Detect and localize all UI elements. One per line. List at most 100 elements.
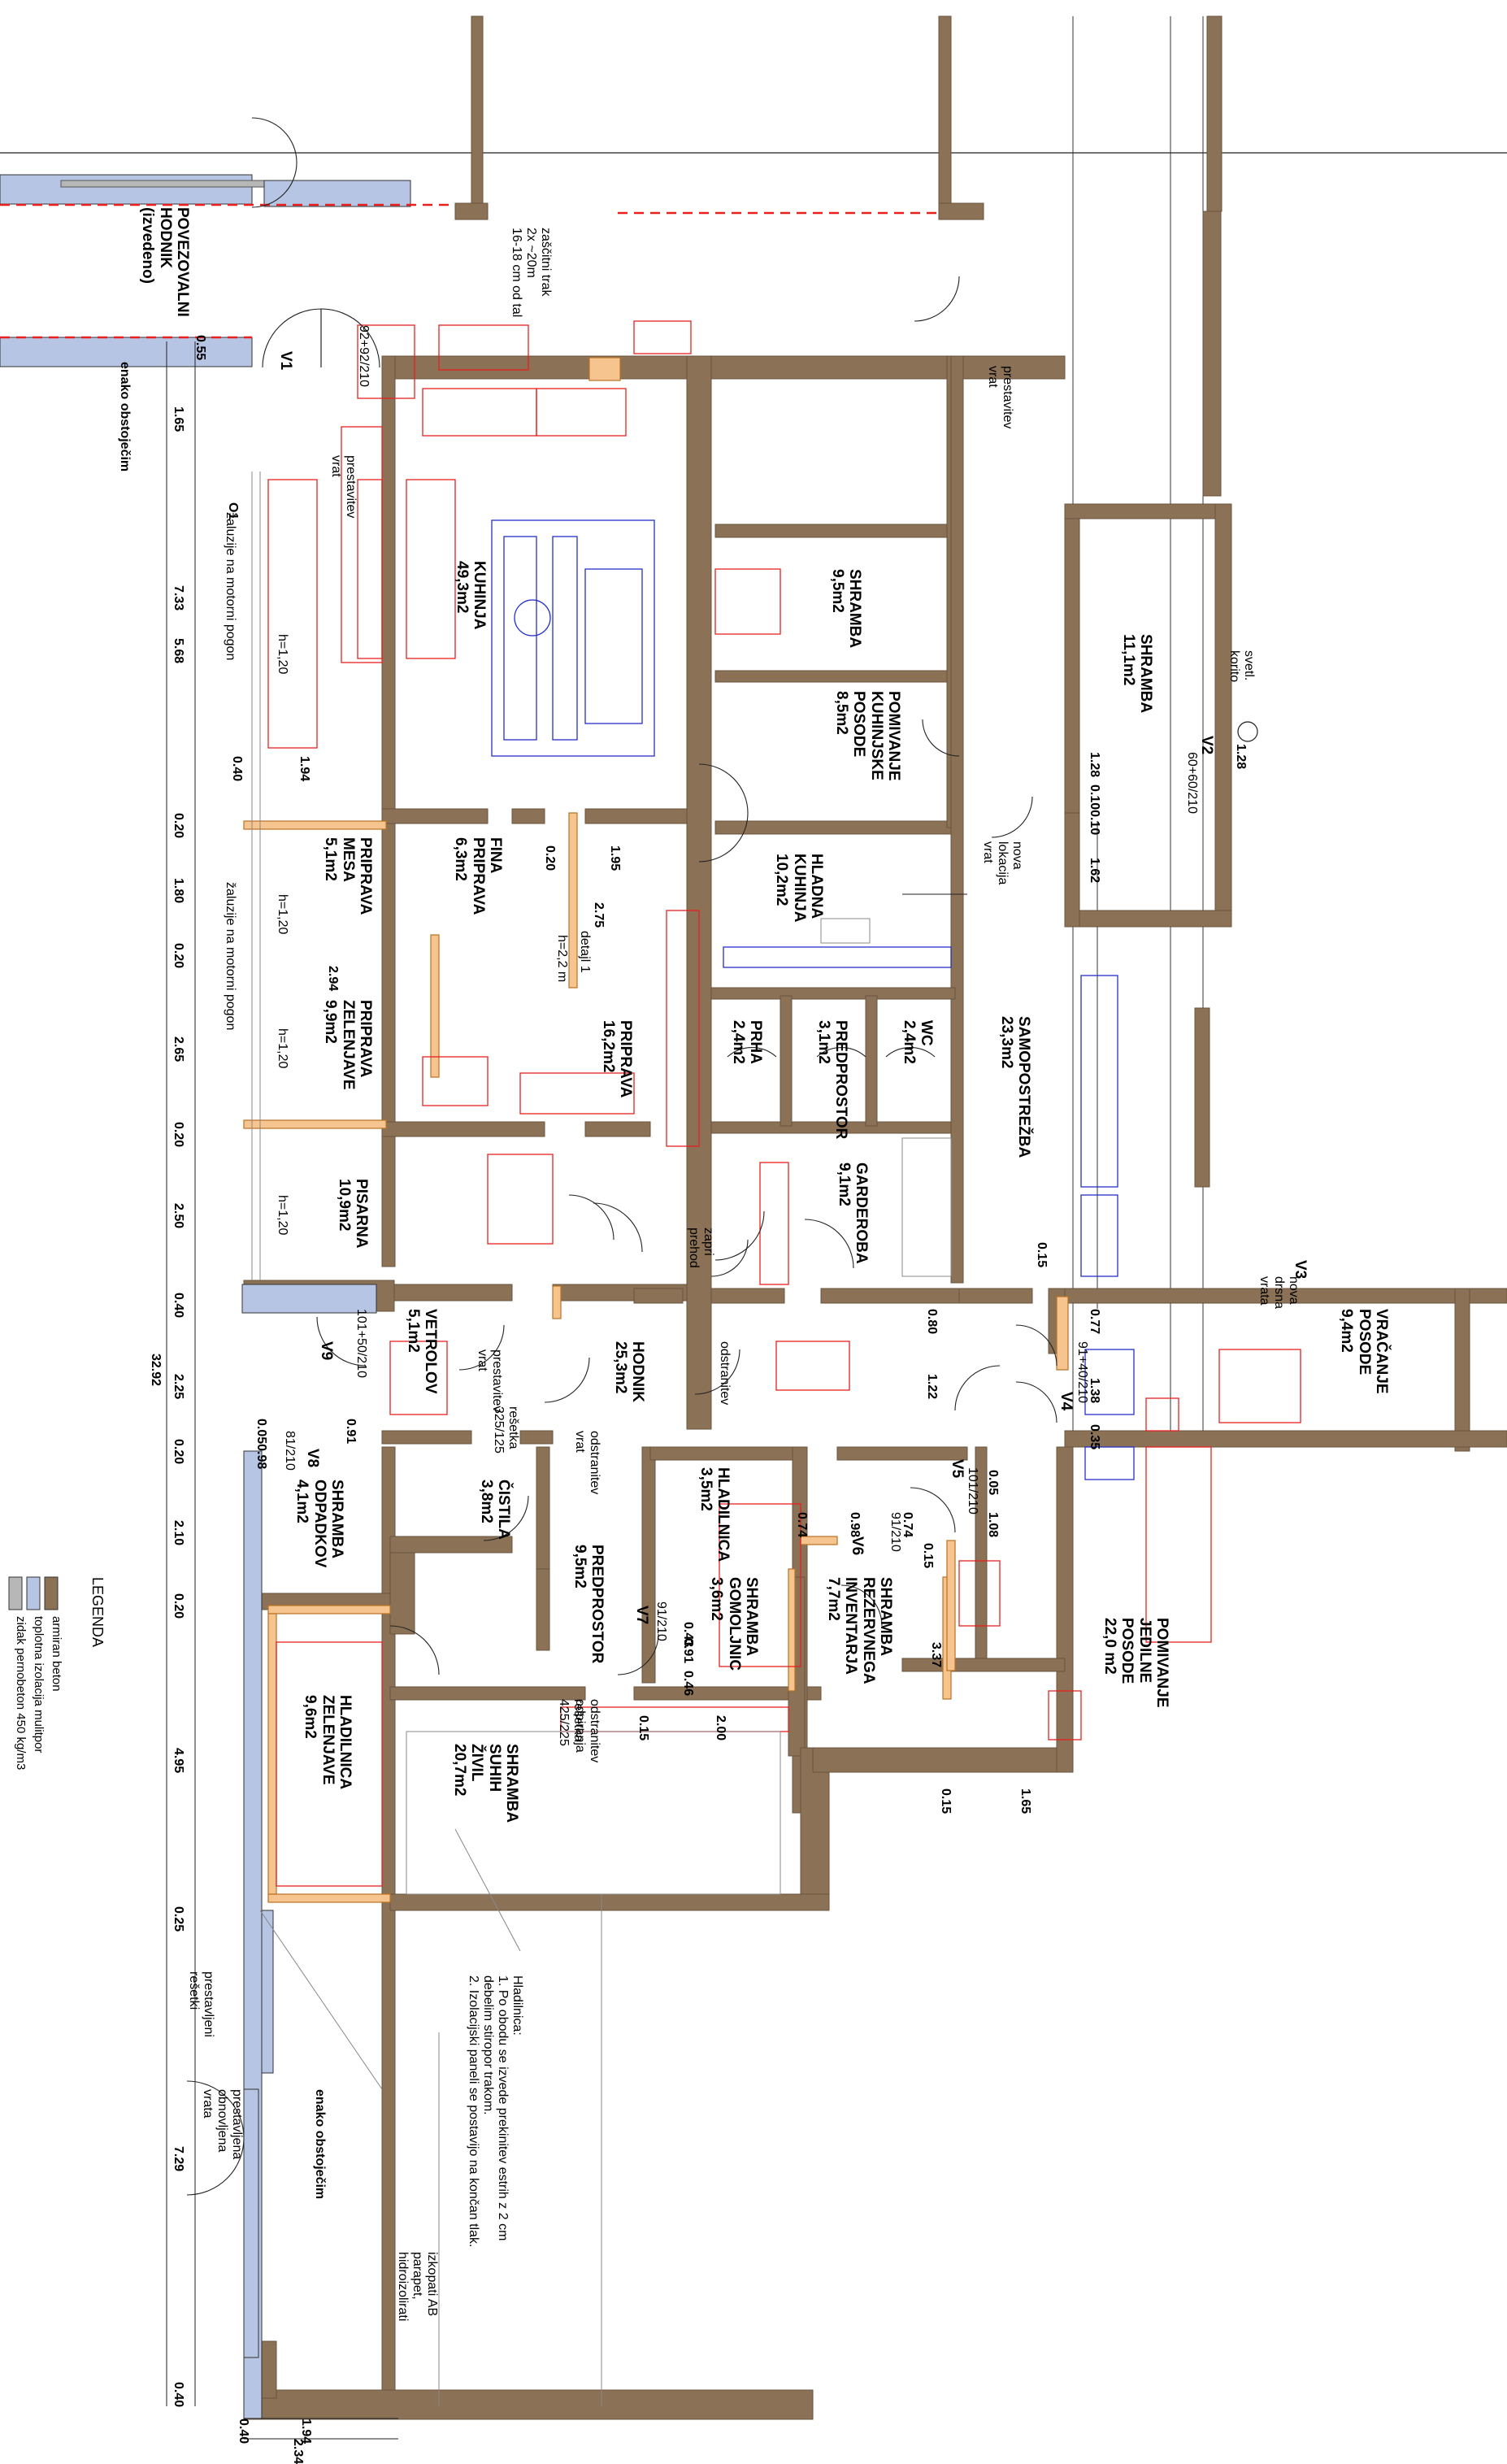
door-v1-dim: 92+92/210 [357, 325, 371, 388]
door-v8-dim: 81/210 [283, 1431, 297, 1471]
sill-height-1: h=1,20 [276, 634, 289, 675]
dim-040b: 0.40 [237, 2418, 250, 2444]
room-samopostrezba: SAMOPOSTREŽBA 23,3m2 [997, 1016, 1032, 1158]
dimension-chain-9: 2.50 [172, 1203, 185, 1229]
dim-015c: 0.15 [636, 1715, 650, 1741]
dimension-chain-0: 0.55 [193, 335, 207, 361]
dim-0100: 0.100.10 [1088, 784, 1101, 836]
room-cistila: ČISTILA 3,8m2 [477, 1480, 512, 1540]
dim-194a: 1.94 [297, 756, 311, 782]
room-prha: PRHA 2,4m2 [729, 1020, 764, 1064]
dimension-chain-4: 0.20 [172, 813, 185, 839]
dimension-chain-3: 5.68 [172, 638, 185, 664]
dimension-chain-12: 0.20 [172, 1439, 185, 1465]
note-odstranitev-vrat: odstranitev vrat [573, 1431, 601, 1495]
room-priprava-zelenjave: PRIPRAVA ZELENJAVE 9,9m2 [322, 1000, 374, 1090]
note-h-2-2: h=2,2 m [555, 935, 569, 983]
dim-275: 2.75 [592, 902, 606, 928]
door-v7-dim: 91/210 [654, 1601, 668, 1641]
sill-height-2: h=1,20 [276, 894, 289, 935]
label-o1: O1 [226, 502, 240, 520]
room-povezovalni-hodnik: POVEZOVALNI HODNIK (izvedeno) [139, 207, 191, 317]
dim-337: 3.37 [929, 1642, 943, 1668]
note-prestavljena-vrata: prestavljena obnovljena vrata [201, 2089, 244, 2160]
dimension-chain-7: 2.65 [172, 1036, 185, 1063]
door-v5-dim: 101/210 [966, 1467, 979, 1514]
room-shramba-gomoljnic: SHRAMBA GOMOLJNIC 3,6m2 [708, 1577, 760, 1671]
note-zascitni-trak: zaščitni trak 2x ~20m 16-18 cm od tal [510, 228, 553, 318]
door-v2: V2 [1198, 736, 1215, 755]
dim-162: 1.62 [1088, 858, 1101, 884]
dim-077: 0.77 [1088, 1309, 1101, 1335]
room-hodnik: HODNIK 25,3m2 [611, 1341, 646, 1402]
dim-080: 0.80 [925, 1309, 939, 1335]
note-detajl-1: detajl 1 [578, 931, 592, 973]
room-predprostor-a: PREDPROSTOR 3,1m2 [814, 1020, 849, 1140]
door-v4: V4 [1058, 1392, 1075, 1411]
room-fina-priprava: FINA PRIPRAVA 6,3m2 [452, 837, 504, 915]
note-enako-obstojecim-2: enako obstoječim [313, 2089, 327, 2200]
room-vracanje-posode: VRAČANJE POSODE 9,4m2 [1338, 1309, 1390, 1394]
dim-091: 0.91 [681, 1638, 695, 1664]
dimension-chain-8: 0.20 [172, 1122, 185, 1148]
legend-item-1: toplotna izolacija mulitpor [32, 1616, 46, 1753]
dim-234: 2.34 [291, 2439, 305, 2464]
door-v9: V9 [318, 1341, 335, 1361]
dim-005: 0.05 [986, 1470, 1000, 1496]
dimension-chain-17: 7.29 [172, 2146, 185, 2172]
dim-015a: 0.15 [1035, 1242, 1049, 1268]
dimension-chain-2: 7.33 [172, 585, 185, 611]
dim-128a: 1.28 [1234, 744, 1248, 770]
room-pisarna: PISARNA 10,9m2 [335, 1179, 370, 1249]
dim-195: 1.95 [608, 845, 622, 871]
legend-title: LEGENDA [89, 1577, 106, 1648]
dimension-chain-11: 2.25 [172, 1374, 185, 1400]
dimension-total: 32.92 [149, 1354, 163, 1387]
note-resetka-325: rešetka 325/125 [492, 1406, 520, 1454]
note-prestavitev-vrat-3: prestavitev vrat [476, 1349, 504, 1413]
dimension-chain-15: 4.95 [172, 1748, 185, 1774]
note-resetka-425: rešetka 425/225 [557, 1699, 585, 1746]
room-garderoba: GARDEROBA 9,1m2 [835, 1162, 870, 1264]
dim-128b: 1.28 [1088, 752, 1101, 778]
room-pomivanje-kuhinjske: POMIVANJE KUHINJSKE POSODE 8,5m2 [833, 691, 902, 781]
door-v8: V8 [304, 1449, 321, 1468]
door-v7: V7 [633, 1606, 650, 1625]
dim-200: 2.00 [714, 1715, 727, 1741]
dim-108: 1.08 [986, 1512, 1000, 1538]
dim-074a: 0.74 [795, 1512, 809, 1538]
note-prestavitev-vrat-2: prestavitev vrat [986, 366, 1014, 429]
note-nova-lokacija-vrat: nova lokacija vrat [981, 841, 1024, 885]
room-shramba-suhih: SHRAMBA SUHIH ŽIVIL 20,7m2 [451, 1744, 520, 1823]
room-priprava-mesa: PRIPRAVA MESA 5,1m2 [322, 837, 374, 915]
sill-height-4: h=1,20 [276, 1195, 289, 1236]
dim-040a: 0.40 [230, 756, 244, 782]
legend-item-0: armiran beton [50, 1616, 63, 1692]
dimension-chain-14: 0.20 [172, 1593, 185, 1619]
dim-122: 1.22 [925, 1374, 939, 1400]
room-hladilnica-a: HLADILNICA 3,5m2 [697, 1467, 732, 1562]
dim-138: 1.38 [1088, 1378, 1101, 1404]
door-v2-dim: 60+60/210 [1185, 752, 1199, 815]
note-hladilnica: Hladilnica: 1. Po obodu se izvede prekin… [467, 1975, 524, 2248]
room-wc: WC 2,4m2 [900, 1020, 935, 1064]
dim-015d: 0.15 [939, 1788, 953, 1814]
note-zaluzije-1: žaluzije na motorni pogon [224, 512, 237, 661]
dim-035: 0.35 [1088, 1424, 1101, 1450]
dim-098a: 0.98 [848, 1512, 862, 1538]
dimension-chain-18: 0.40 [172, 2382, 185, 2408]
dimension-chain-13: 2.10 [172, 1520, 185, 1546]
room-predprostor-b: PREDPROSTOR 9,5m2 [571, 1545, 606, 1664]
dimension-chain-6: 0.20 [172, 943, 185, 969]
room-shramba-rezervnega: SHRAMBA REZERVNEGA INVENTARJA 7,7m2 [825, 1577, 894, 1684]
dim-046: 0.46 [681, 1671, 695, 1697]
room-priprava: PRIPRAVA 16,2m2 [599, 1020, 634, 1098]
dimension-chain-10: 0.40 [172, 1293, 185, 1319]
room-vetrolov: VETROLOV 5,1m2 [404, 1309, 439, 1394]
dimension-chain-1: 1.65 [172, 406, 185, 432]
dim-015b: 0.15 [921, 1543, 935, 1569]
dim-074b: 0.74 [901, 1512, 914, 1538]
note-zapri-prehod: zapri prehod [687, 1228, 715, 1268]
